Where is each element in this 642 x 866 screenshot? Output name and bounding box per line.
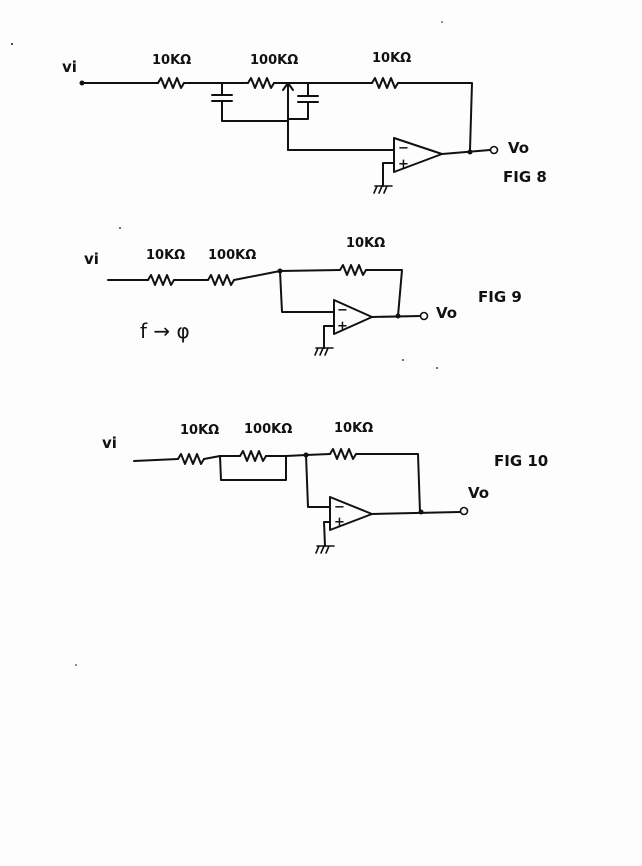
fig10-resistor-r2 [239, 450, 267, 462]
fig9-wire-ground [323, 325, 335, 349]
fig9-r1-label: 10KΩ [146, 248, 185, 263]
fig8-feedback-wire [397, 82, 473, 151]
fig8-opamp-plus: + [398, 157, 409, 172]
fig10-feedback-wire [355, 453, 421, 513]
fig9-note: f → φ [140, 319, 190, 343]
fig10-opamp-minus: − [334, 500, 345, 515]
fig9-wire-fb-left [279, 269, 341, 272]
fig9-output-node [395, 313, 401, 319]
fig10-circuit: vi 10KΩ 100KΩ 10KΩ − + Vo FIG 10 [102, 421, 548, 554]
fig9-circuit: vi 10KΩ 100KΩ 10KΩ − + Vo FIG 9 f → φ [84, 236, 522, 356]
fig10-wire-out [371, 511, 461, 515]
fig10-wire-inv [305, 454, 331, 508]
fig10-resistor-r1 [177, 453, 205, 465]
fig8-r2-label: 100KΩ [250, 53, 298, 68]
fig10-wire-to-node [285, 454, 307, 457]
fig9-opamp-plus: + [337, 319, 348, 334]
fig8-ground-icon [373, 185, 393, 194]
fig9-feedback-wire [365, 269, 403, 317]
fig8-tap-arrow [282, 82, 294, 91]
speck [402, 359, 404, 361]
fig8-output-node [467, 149, 473, 155]
fig9-output-terminal [419, 311, 429, 321]
fig10-input-label: vi [102, 434, 117, 452]
fig10-caption: FIG 10 [494, 452, 548, 470]
fig8-wire-out [441, 149, 491, 155]
fig10-r1-label: 10KΩ [180, 423, 219, 438]
speck [441, 21, 443, 23]
fig8-opamp [393, 137, 443, 173]
fig10-wire-fb-left [305, 453, 331, 456]
fig10-wire-r1r2 [203, 455, 221, 460]
fig8-r1-label: 10KΩ [152, 53, 191, 68]
fig9-caption: FIG 9 [478, 288, 522, 306]
fig9-opamp-minus: − [337, 303, 348, 318]
fig8-output-label: Vo [508, 139, 529, 157]
fig8-opamp-minus: − [398, 141, 409, 156]
fig10-output-node [418, 509, 424, 515]
fig9-resistor-r1 [147, 274, 175, 286]
fig8-output-terminal [489, 145, 499, 155]
fig8-resistor-r2 [247, 77, 275, 89]
fig10-opamp [329, 496, 373, 531]
fig10-output-terminal [459, 506, 469, 516]
speck [11, 43, 13, 45]
fig10-r3-label: 10KΩ [334, 421, 373, 436]
fig10-output-label: Vo [468, 484, 489, 502]
fig9-ground-icon [314, 347, 334, 356]
fig10-ground-icon [315, 545, 335, 554]
fig8-caption: FIG 8 [503, 168, 547, 186]
fig10-short-wire [219, 455, 287, 481]
fig8-r3-label: 10KΩ [372, 51, 411, 66]
fig9-wire-inv [279, 270, 335, 313]
fig9-r3-label: 10KΩ [346, 236, 385, 251]
fig9-resistor-r3 [339, 264, 367, 276]
paper-specks [11, 21, 443, 666]
fig9-r2-label: 100KΩ [208, 248, 256, 263]
fig8-c1-lead-bottom [221, 100, 289, 122]
fig9-input-label: vi [84, 250, 99, 268]
fig9-output-label: Vo [436, 304, 457, 322]
speck [119, 227, 121, 229]
fig8-input-label: vi [62, 58, 77, 76]
fig9-resistor-r2 [207, 274, 235, 286]
speck [75, 664, 77, 666]
fig8-wire-ground [382, 162, 395, 187]
speck [436, 367, 438, 369]
fig10-r2-label: 100KΩ [244, 422, 292, 437]
fig8-c2-lead-bottom [287, 101, 309, 120]
fig9-wire-to-node [233, 270, 281, 281]
fig9-opamp [333, 299, 373, 335]
fig8-resistor-r1 [157, 77, 185, 89]
fig10-resistor-r3 [329, 448, 357, 460]
fig10-opamp-plus: + [334, 515, 345, 530]
fig10-wire-ground [323, 521, 331, 547]
fig8-circuit: vi 10KΩ 100KΩ 10KΩ − + [62, 51, 547, 194]
fig10-wire-in [133, 458, 179, 462]
fig8-resistor-r3 [371, 77, 399, 89]
